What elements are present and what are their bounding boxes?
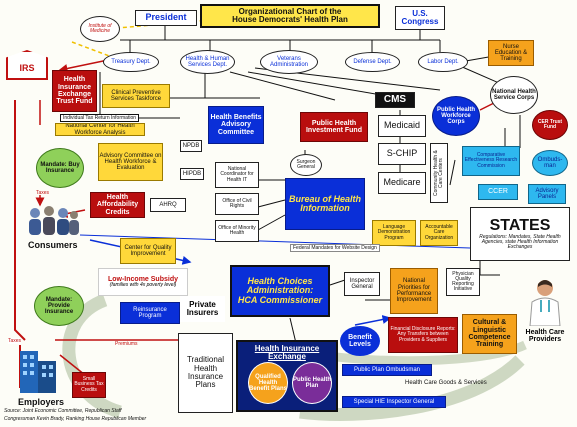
clinical-preventive-box: Clinical Preventive Services Taskforce [102,84,170,108]
federal-mandates-label: Federal Mandates for Website Design [290,244,380,252]
ombudsman-oval: Ombuds-man [532,150,568,176]
veterans-admin-oval: Veterans Administration [260,50,318,74]
irs-box: IRS [6,50,48,80]
states-title: STATES [489,216,551,234]
comparative-research-box: Comparative Effectiveness Research Commi… [462,146,520,176]
hhs-dept-oval: Health & Human Services Dept. [180,50,235,74]
advisory-panels-box: Advisory Panels [528,184,566,204]
ccer-box: CCER [478,184,518,200]
taxes-top-label: Taxes [36,190,50,196]
benefits-advisory-box: Health Benefits Advisory Committee [208,106,264,144]
ombudsman-box: Public Plan Ombudsman [342,364,432,376]
employers-label: Employers [18,397,65,407]
source-line-2: Congressman Kevin Brady, Ranking House R… [4,416,147,422]
low-income-note: (families with 4x poverty level) [109,282,177,289]
medicaid-box: Medicaid [378,115,426,137]
private-insurers-label: Private Insurers [180,296,225,322]
nurse-training-box: Nurse Education & Training [488,40,534,66]
reinsurance-box: Reinsurance Program [120,302,180,324]
minority-health-box: Office of Minority Health [215,220,259,242]
premiums-label: Premiums [115,341,138,347]
advisory-committee-box: Advisory Committee on Health Workforce &… [98,143,163,181]
office-building-icon [18,345,60,393]
hipdb-box: HIPDB [180,168,204,180]
workforce-analysis-box: National Center for Health Workforce Ana… [55,123,145,136]
cultural-training-box: Cultural & Linguistic Competence Trainin… [462,314,517,354]
hca-box: Health Choices Administration: HCA Commi… [230,265,330,317]
civil-rights-box: Office of Civil Rights [215,193,259,215]
public-health-plan-oval: Public Health Plan [292,362,332,404]
qualified-plans-oval: Qualified Health Benefit Plans [248,362,288,404]
chart-title-line2: House Democrats' Health Plan [232,15,348,24]
low-income-subsidy-label: Low-Income Subsidy [107,275,178,283]
people-group-icon [25,205,80,237]
consumers-label: Consumers [28,240,78,250]
source-line-1: Source: Joint Economic Committee, Republ… [4,408,122,414]
medicare-box: Medicare [378,172,426,194]
schip-box: S-CHIP [378,143,426,165]
benefit-levels-oval: Benefit Levels [340,326,380,356]
npdb-box: NPDB [180,140,202,152]
physician-quality-box: Physician Quality Reporting Initiative [446,268,480,296]
institute-of-medicine-oval: Institute of Medicine [80,16,120,42]
trust-fund-box: Health Insurance Exchange Trust Fund [52,70,97,112]
cms-box: CMS [375,92,415,108]
traditional-plans-box: Traditional Health Insurance Plans [178,333,233,413]
president-box: President [135,10,197,26]
chart-title: Organizational Chart of the House Democr… [200,4,380,28]
surgeon-general-oval: Surgeon General [290,154,322,176]
states-note: Regulations: Mandates, State Health Agen… [479,233,561,251]
mandate-buy-oval: Mandate: Buy Insurance [36,148,84,188]
accountable-care-box: Accountable Care Organization [420,220,458,246]
hca-title: Health Choices Administration: [246,275,314,296]
labor-dept-oval: Labor Dept. [418,52,468,72]
mandate-provide-oval: Mandate: Provide Insurance [34,286,84,326]
irs-emblem-icon: IRS [19,63,35,74]
cer-fund-oval: CER Trust Fund [532,110,568,140]
coordinator-health-it-box: National Coordinator for Health IT [215,162,259,188]
defense-dept-oval: Defense Dept. [345,52,400,72]
taxes-bottom-label: Taxes [8,338,22,344]
phwc-oval: Public Health Workforce Corps [432,96,480,136]
doctor-icon [524,278,566,327]
goods-services-label: Health Care Goods & Services [405,380,487,386]
low-income-subsidy-block: Low-Income Subsidy (families with 4x pov… [98,268,188,296]
hca-commissioner: HCA Commissioner [237,294,323,305]
language-program-box: Language Demonstration Program [372,220,416,246]
tax-return-info-label: Individual Tax Return Information [60,114,140,122]
financial-disclosure-box: Financial Disclosure Reports: Any Transf… [388,317,458,353]
small-business-credits-box: Small Business Tax Credits [72,372,106,398]
ahrq-box: AHRQ [150,198,186,212]
center-quality-box: Center for Quality Improvement [120,238,176,264]
community-health-centers-box: Community Health & Care Centers [430,143,448,203]
states-box: STATES Regulations: Mandates, State Heal… [470,207,570,261]
public-health-fund-box: Public Health Investment Fund [300,112,368,142]
congress-box: U.S. Congress [395,6,445,30]
affordability-credits-box: Health Affordability Credits [90,192,145,218]
inspector-general-box: Inspector General [344,272,380,296]
national-priorities-box: National Priorities for Performance Impr… [390,268,438,314]
exchange-title: Health Insurance Exchange [254,344,320,362]
treasury-dept-oval: Treasury Dept. [103,52,159,72]
hie-inspector-box: Special HIE Inspector General [342,396,446,408]
nhsc-oval: National Health Service Corps [490,76,538,114]
bureau-health-info-box: Bureau of Health Information [285,178,365,230]
providers-label: Health Care Providers [525,328,565,343]
chart-title-line1: Organizational Chart of the [238,6,342,16]
